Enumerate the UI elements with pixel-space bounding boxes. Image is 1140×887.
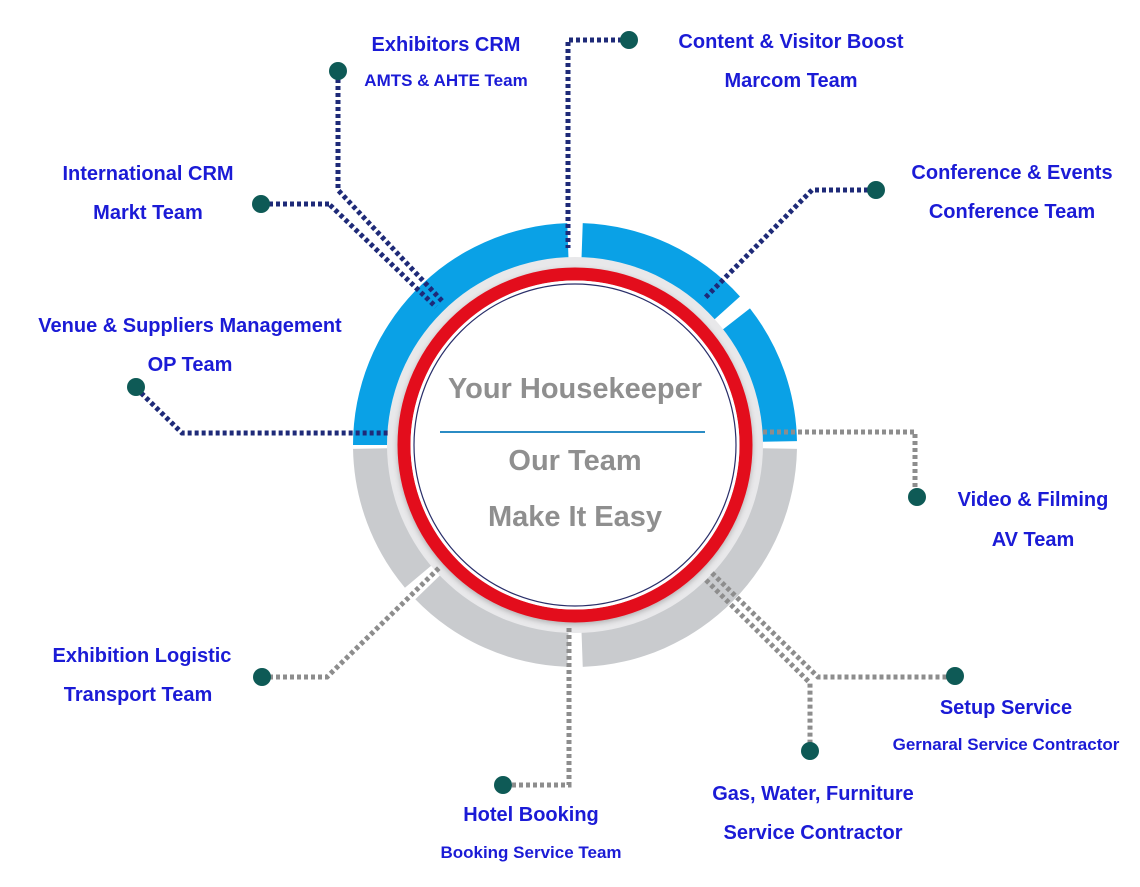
ring-segment-upper-left <box>353 223 569 445</box>
node-title: Conference & Events <box>911 162 1112 184</box>
dot-setup-service <box>946 667 964 685</box>
node-subtitle: AV Team <box>992 529 1075 551</box>
node-conference-events: Conference & Events Conference Team <box>911 162 1112 223</box>
connector-exhibitors-crm <box>335 72 445 304</box>
endpoint-dots <box>127 31 964 794</box>
connectors <box>134 37 955 788</box>
connector-conference-events <box>703 187 875 300</box>
dot-video-filming <box>908 488 926 506</box>
dot-exhibition-logistic <box>253 668 271 686</box>
node-subtitle: Transport Team <box>64 684 213 706</box>
node-venue-suppliers: Venue & Suppliers Management OP Team <box>38 315 342 376</box>
ring-segment-lower-mid <box>415 574 569 667</box>
red-ring <box>397 267 753 623</box>
node-setup-service: Setup Service Gernaral Service Contracto… <box>893 697 1120 754</box>
node-hotel-booking: Hotel Booking Booking Service Team <box>440 804 621 862</box>
node-subtitle: Gernaral Service Contractor <box>893 735 1120 754</box>
dot-gas-water-furniture <box>801 742 819 760</box>
connector-setup-service <box>710 571 955 680</box>
node-title: Content & Visitor Boost <box>678 31 904 53</box>
node-subtitle: Service Contractor <box>724 822 903 844</box>
center-disc <box>414 284 736 606</box>
node-gas-water-furniture: Gas, Water, Furniture Service Contractor <box>712 783 914 844</box>
node-title: Video & Filming <box>958 489 1109 511</box>
node-content-visitor-boost: Content & Visitor Boost Marcom Team <box>678 31 904 92</box>
ring-segment-upper-right <box>722 308 797 442</box>
dot-international-crm <box>252 195 270 213</box>
node-subtitle: AMTS & AHTE Team <box>364 71 527 90</box>
dot-hotel-booking <box>494 776 512 794</box>
dot-conference-events <box>867 181 885 199</box>
node-subtitle: Marcom Team <box>724 70 857 92</box>
node-title: International CRM <box>62 163 233 185</box>
connector-content-visitor-boost <box>565 37 629 248</box>
ring-segment-lower-left <box>353 448 432 588</box>
node-title: Venue & Suppliers Management <box>38 315 342 337</box>
node-video-filming: Video & Filming AV Team <box>958 489 1109 551</box>
node-subtitle: Booking Service Team <box>440 843 621 862</box>
node-title: Gas, Water, Furniture <box>712 783 914 805</box>
center-disc-rim <box>413 283 737 607</box>
dot-exhibitors-crm <box>329 62 347 80</box>
red-ring-inner-edge <box>410 280 740 610</box>
node-title: Exhibition Logistic <box>53 645 232 667</box>
connector-venue-suppliers <box>134 386 388 436</box>
connector-video-filming <box>763 429 918 496</box>
node-title: Setup Service <box>940 697 1072 719</box>
ring-segment-upper-mid <box>581 223 740 320</box>
center-line-3: Make It Easy <box>488 501 662 533</box>
node-exhibitors-crm: Exhibitors CRM AMTS & AHTE Team <box>364 34 527 90</box>
node-subtitle: OP Team <box>148 354 233 376</box>
ring-segment-lower-right <box>581 448 797 667</box>
center-line-1: Your Housekeeper <box>448 373 702 405</box>
dot-content-visitor-boost <box>620 31 638 49</box>
connector-gas-water-furniture <box>704 578 813 750</box>
connector-exhibition-logistic <box>262 565 442 680</box>
node-subtitle: Conference Team <box>929 201 1095 223</box>
dot-venue-suppliers <box>127 378 145 396</box>
node-subtitle: Markt Team <box>93 202 203 224</box>
outer-ring <box>353 223 797 667</box>
node-international-crm: International CRM Markt Team <box>62 163 233 224</box>
node-exhibition-logistic: Exhibition Logistic Transport Team <box>53 645 232 706</box>
connector-exhibitors-crm-2 <box>328 203 438 309</box>
connector-hotel-booking <box>503 628 572 788</box>
node-title: Exhibitors CRM <box>372 34 521 56</box>
center-line-2: Our Team <box>508 445 641 477</box>
node-title: Hotel Booking <box>463 804 599 826</box>
